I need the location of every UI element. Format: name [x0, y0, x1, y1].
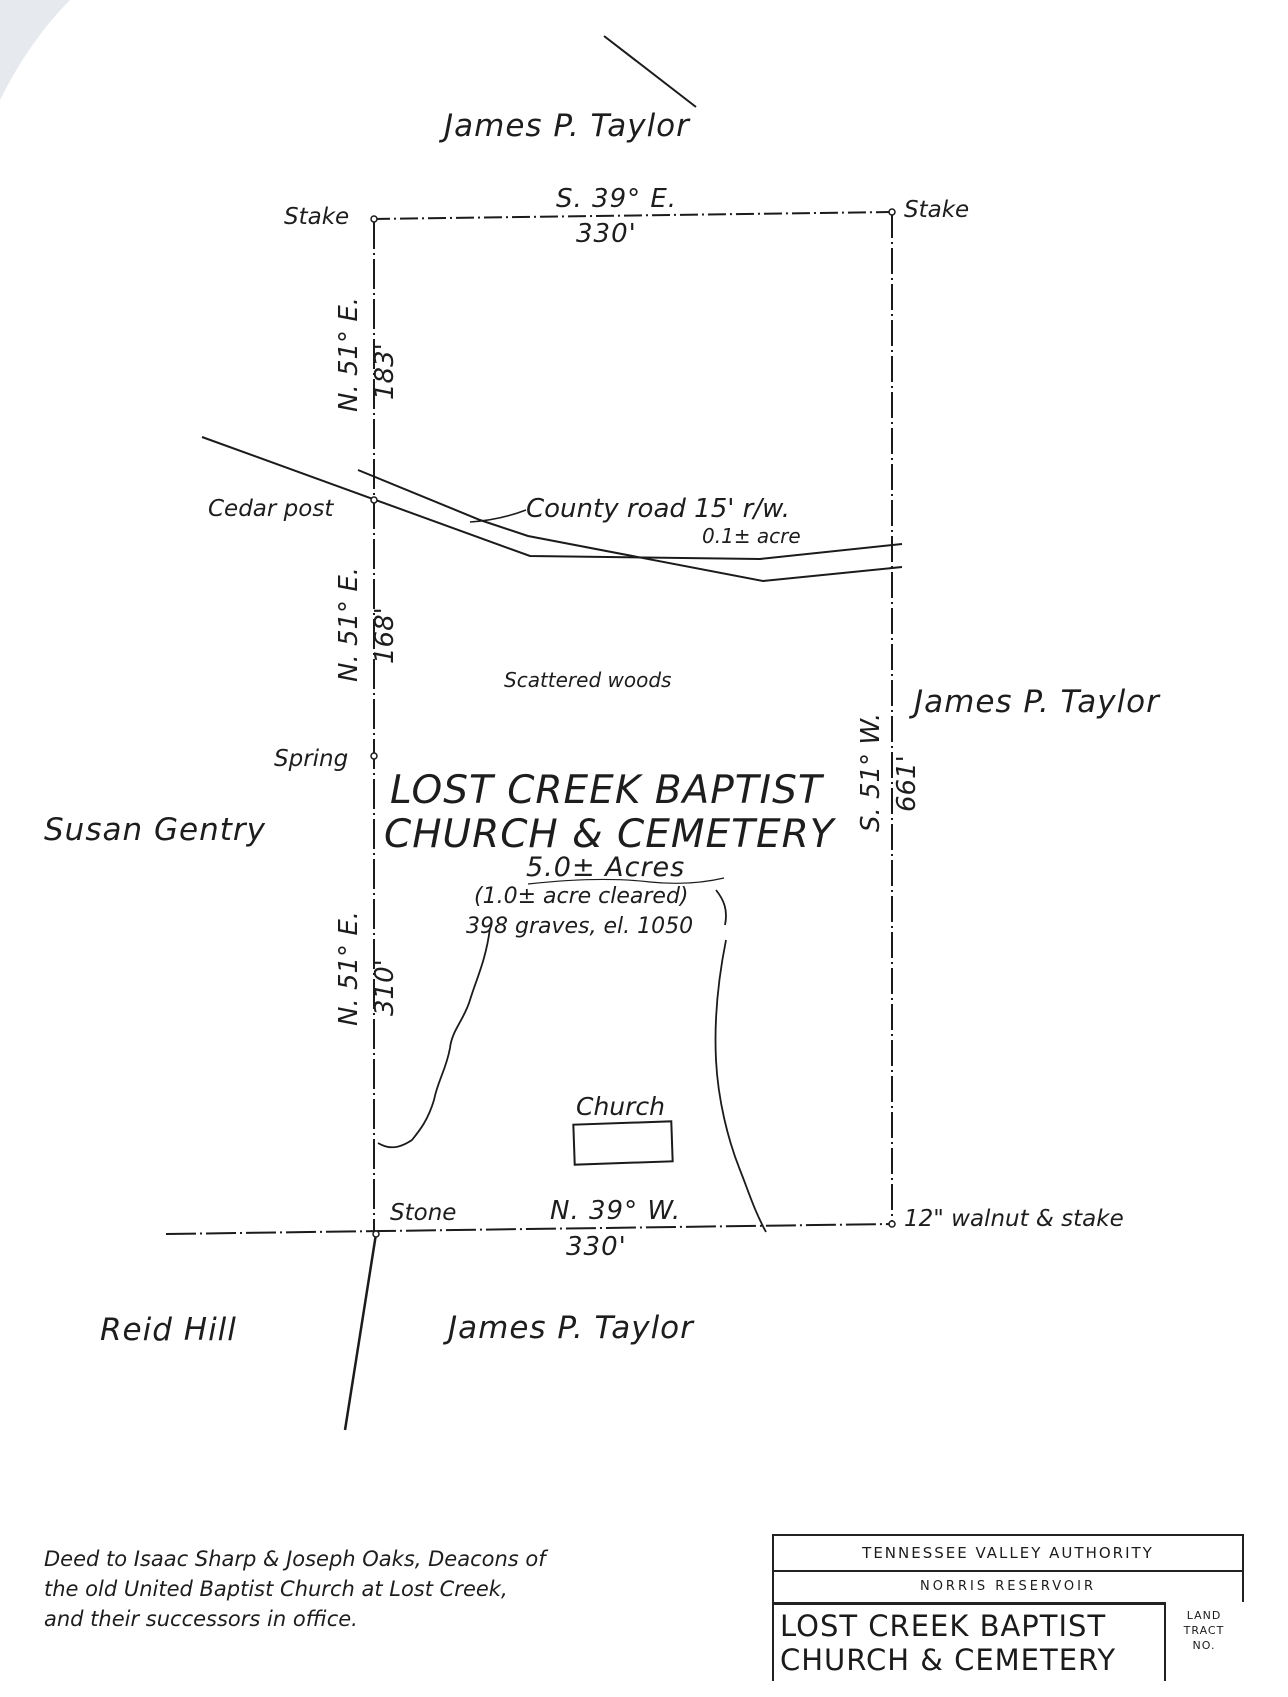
- corner-sw-label: Stone: [390, 1200, 457, 1226]
- north-distance: 330': [576, 219, 637, 249]
- title-block-name: LOST CREEK BAPTIST CHURCH & CEMETERY: [772, 1602, 1166, 1681]
- corner-cedar-marker: [370, 496, 378, 504]
- tract-graves: 398 graves, el. 1050: [466, 914, 694, 939]
- north-arrow-line: [603, 35, 697, 108]
- corner-sw-marker: [372, 1230, 380, 1238]
- west-lower-bearing: N. 51° E.: [334, 910, 364, 1026]
- east-bearing: S. 51° W.: [856, 712, 886, 832]
- west-middle-distance: 168': [370, 607, 400, 664]
- north-boundary: [371, 211, 893, 220]
- east-distance: 661': [892, 755, 922, 812]
- paper-fold-shadow: [0, 0, 70, 100]
- road-area-label: 0.1± acre: [702, 524, 801, 548]
- deed-note-line3: and their successors in office.: [44, 1607, 358, 1631]
- corner-se-marker: [888, 1220, 896, 1228]
- corner-spring-marker: [370, 752, 378, 760]
- deed-note-line1: Deed to Isaac Sharp & Joseph Oaks, Deaco…: [44, 1547, 546, 1571]
- tract-name-line2: CHURCH & CEMETERY: [384, 812, 835, 857]
- title-block-agency: TENNESSEE VALLEY AUTHORITY: [772, 1534, 1244, 1570]
- title-block-tract-number: LAND TRACT NO.: [1166, 1604, 1242, 1678]
- west-lower-distance: 310': [370, 959, 400, 1016]
- cleared-area-west-edge: [377, 927, 491, 1149]
- owner-west: Susan Gentry: [44, 812, 266, 848]
- owner-south: James P. Taylor: [448, 1310, 694, 1346]
- south-boundary: [165, 1223, 893, 1235]
- county-road-label: County road 15' r/w.: [526, 494, 790, 524]
- title-block-reservoir: NORRIS RESERVOIR: [772, 1570, 1244, 1602]
- west-upper-distance: 183': [370, 343, 400, 400]
- tract-name-line1: LOST CREEK BAPTIST: [390, 768, 823, 813]
- church-building: [572, 1120, 674, 1166]
- road-label-leader: [469, 509, 527, 523]
- west-middle-bearing: N. 51° E.: [334, 566, 364, 682]
- corner-ne-marker: [888, 208, 896, 216]
- owner-east: James P. Taylor: [914, 684, 1160, 720]
- west-upper-bearing: N. 51° E.: [334, 296, 364, 412]
- title-block: TENNESSEE VALLEY AUTHORITY NORRIS RESERV…: [772, 1534, 1244, 1682]
- title-block-name-line2: CHURCH & CEMETERY: [780, 1643, 1117, 1677]
- woods-label: Scattered woods: [504, 668, 672, 692]
- acres-underline: [527, 877, 725, 885]
- southwest-extension-line: [343, 1233, 378, 1431]
- corner-cedar-label: Cedar post: [208, 496, 334, 522]
- county-road-south-edge: [357, 469, 903, 583]
- deed-note-line2: the old United Baptist Church at Lost Cr…: [44, 1577, 508, 1601]
- tract-acres: 5.0± Acres: [526, 852, 686, 883]
- owner-north: James P. Taylor: [444, 108, 690, 144]
- cleared-area-east-edge: [714, 889, 767, 1233]
- corner-ne-label: Stake: [904, 197, 970, 223]
- title-block-name-line1: LOST CREEK BAPTIST: [780, 1609, 1107, 1643]
- deed-note: Deed to Isaac Sharp & Joseph Oaks, Deaco…: [44, 1544, 684, 1634]
- tract-cleared: (1.0± acre cleared): [474, 884, 689, 909]
- corner-nw-marker: [370, 215, 378, 223]
- church-label: Church: [576, 1092, 666, 1121]
- title-block-tract-line3: NO.: [1192, 1639, 1216, 1652]
- south-distance: 330': [566, 1232, 627, 1262]
- north-bearing: S. 39° E.: [556, 184, 678, 214]
- owner-southwest: Reid Hill: [100, 1312, 237, 1348]
- corner-se-label: 12" walnut & stake: [904, 1206, 1124, 1232]
- title-block-tract-line1: LAND: [1186, 1609, 1222, 1622]
- south-bearing: N. 39° W.: [550, 1196, 682, 1226]
- corner-spring-label: Spring: [274, 746, 349, 772]
- title-block-tract-line2: TRACT: [1183, 1624, 1225, 1637]
- corner-nw-label: Stake: [284, 204, 350, 230]
